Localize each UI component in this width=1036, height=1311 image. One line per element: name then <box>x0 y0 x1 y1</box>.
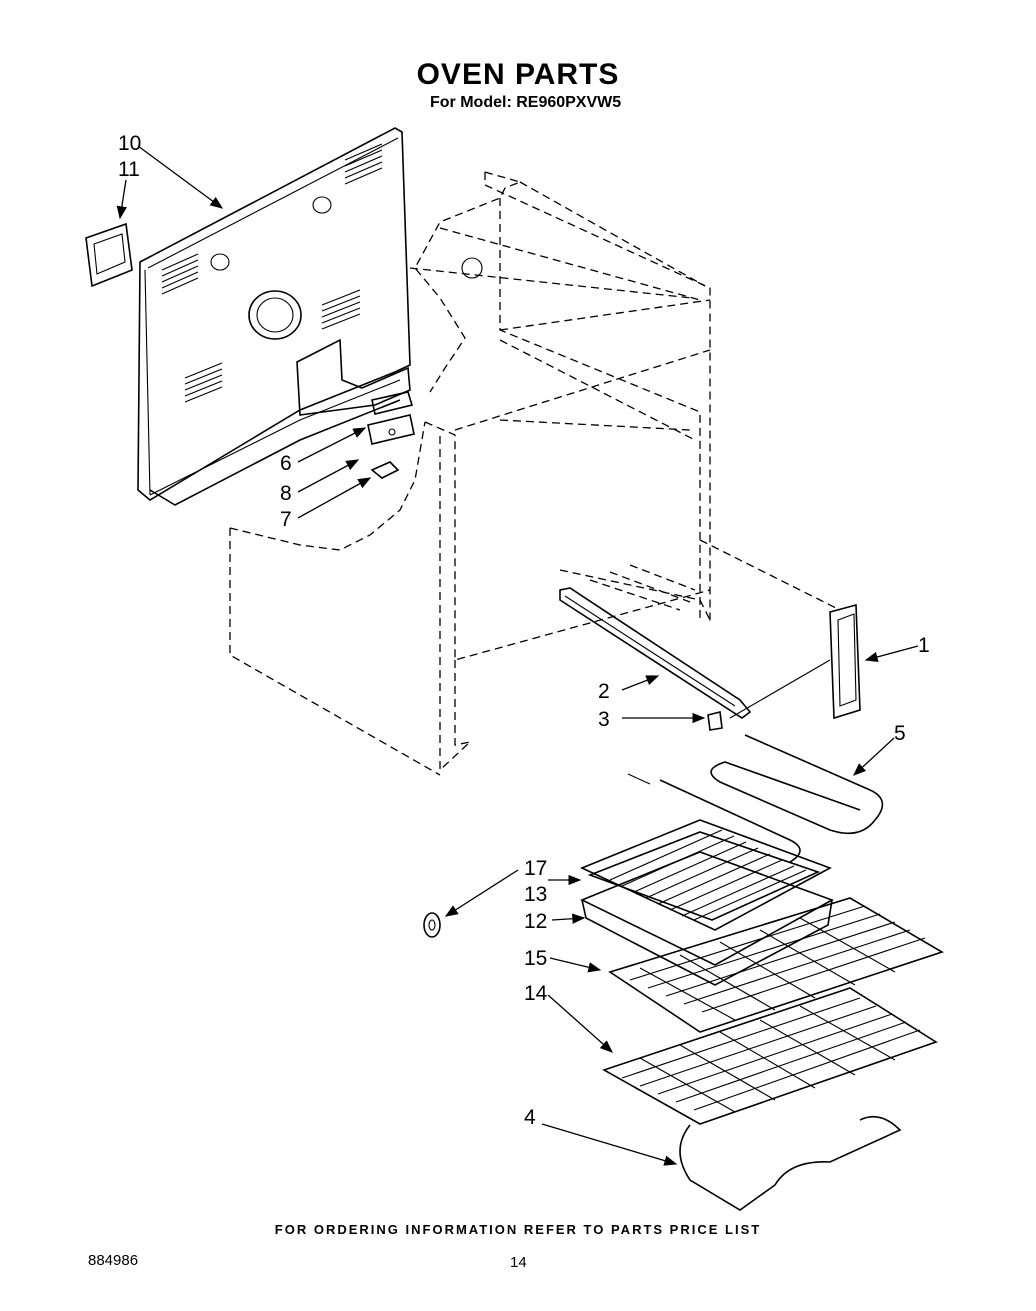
page-title: OVEN PARTS <box>416 58 620 91</box>
oven-racks <box>602 897 944 1125</box>
callout-12: 12 <box>524 910 547 933</box>
callout-8: 8 <box>280 482 292 505</box>
rack-clip-part <box>423 912 441 938</box>
callout-6: 6 <box>280 452 292 475</box>
broil-element-lower <box>679 1115 902 1211</box>
callout-14: 14 <box>524 982 548 1005</box>
broiler-pan-and-grid <box>579 819 834 986</box>
model-subtitle: For Model: RE960PXVW5 <box>430 94 622 111</box>
callout-11: 11 <box>118 158 140 181</box>
document-number: 884986 <box>88 1252 139 1269</box>
terminal-block-parts <box>367 391 415 479</box>
callout-leaders <box>116 145 919 1166</box>
rear-oven-panel <box>85 127 411 506</box>
callout-2: 2 <box>598 680 610 703</box>
callout-1: 1 <box>918 634 930 657</box>
ordering-note: FOR ORDERING INFORMATION REFER TO PARTS … <box>274 1222 762 1237</box>
callout-3: 3 <box>598 708 610 731</box>
callout-17: 17 <box>524 857 547 880</box>
callout-labels: 10 11 6 8 7 1 2 3 5 17 13 12 15 14 4 <box>118 132 930 1129</box>
callout-10: 10 <box>118 132 141 155</box>
callout-15: 15 <box>524 947 547 970</box>
callout-13: 13 <box>524 883 547 906</box>
broil-element-parts <box>559 587 861 731</box>
oven-cabinet-outline <box>229 171 841 776</box>
callout-4: 4 <box>524 1106 536 1129</box>
page-number: 14 <box>510 1254 527 1271</box>
callout-5: 5 <box>894 722 906 745</box>
callout-7: 7 <box>280 508 292 531</box>
bake-element <box>627 734 884 863</box>
